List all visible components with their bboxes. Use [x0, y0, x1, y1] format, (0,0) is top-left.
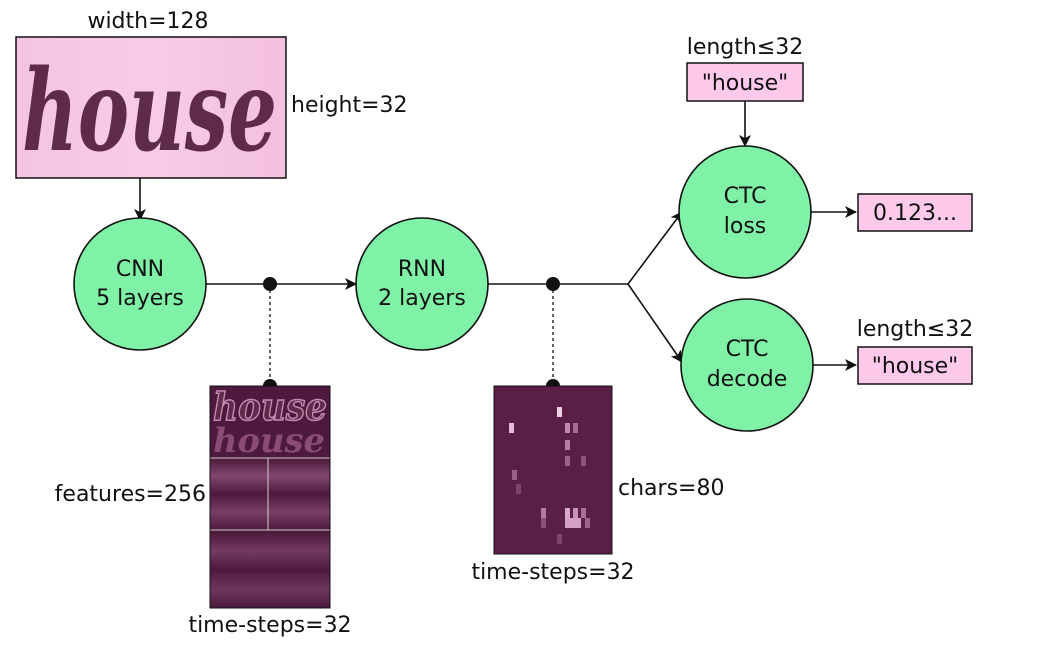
loss-box — [857, 193, 973, 232]
input-image — [15, 36, 287, 179]
arrow-to-ctc-loss — [627, 211, 683, 285]
feature-row-1: house — [213, 384, 327, 429]
input-width-label: width=128 — [87, 9, 208, 34]
ctc-decode-subtitle: decode — [707, 367, 788, 392]
ctc-decode-title: CTC — [726, 337, 769, 362]
ctc-loss-subtitle: loss — [724, 214, 767, 239]
rnn-node-title: RNN — [398, 257, 446, 282]
rnn-timesteps-label: time-steps=32 — [471, 560, 634, 585]
features-label: features=256 — [55, 482, 206, 507]
loss-value: 0.123... — [873, 201, 957, 226]
gt-length-label: length≤32 — [687, 35, 804, 60]
cnn-timesteps-label: time-steps=32 — [188, 613, 351, 638]
gt-box — [686, 62, 804, 102]
arrow-to-ctc-decode — [627, 283, 683, 363]
rnn-output-matrix — [493, 385, 613, 555]
chars-label: chars=80 — [618, 476, 724, 501]
gt-text: "house" — [702, 71, 789, 96]
input-height-label: height=32 — [291, 93, 408, 118]
ctc-decode-node — [680, 298, 814, 432]
ctc-loss-title: CTC — [724, 184, 767, 209]
decoded-text: "house" — [872, 354, 959, 379]
decoded-box — [857, 346, 973, 385]
rnn-node-subtitle: 2 layers — [378, 286, 466, 311]
cnn-node — [73, 217, 207, 351]
decoded-length-label: length≤32 — [857, 317, 974, 342]
rnn-node — [355, 217, 489, 351]
feature-row-2: house — [213, 421, 325, 461]
input-handwriting: house — [22, 46, 277, 177]
cnn-node-title: CNN — [116, 257, 164, 282]
cnn-feature-map: house house — [209, 383, 331, 609]
cnn-node-subtitle: 5 layers — [96, 286, 184, 311]
ctc-loss-node — [678, 145, 812, 279]
